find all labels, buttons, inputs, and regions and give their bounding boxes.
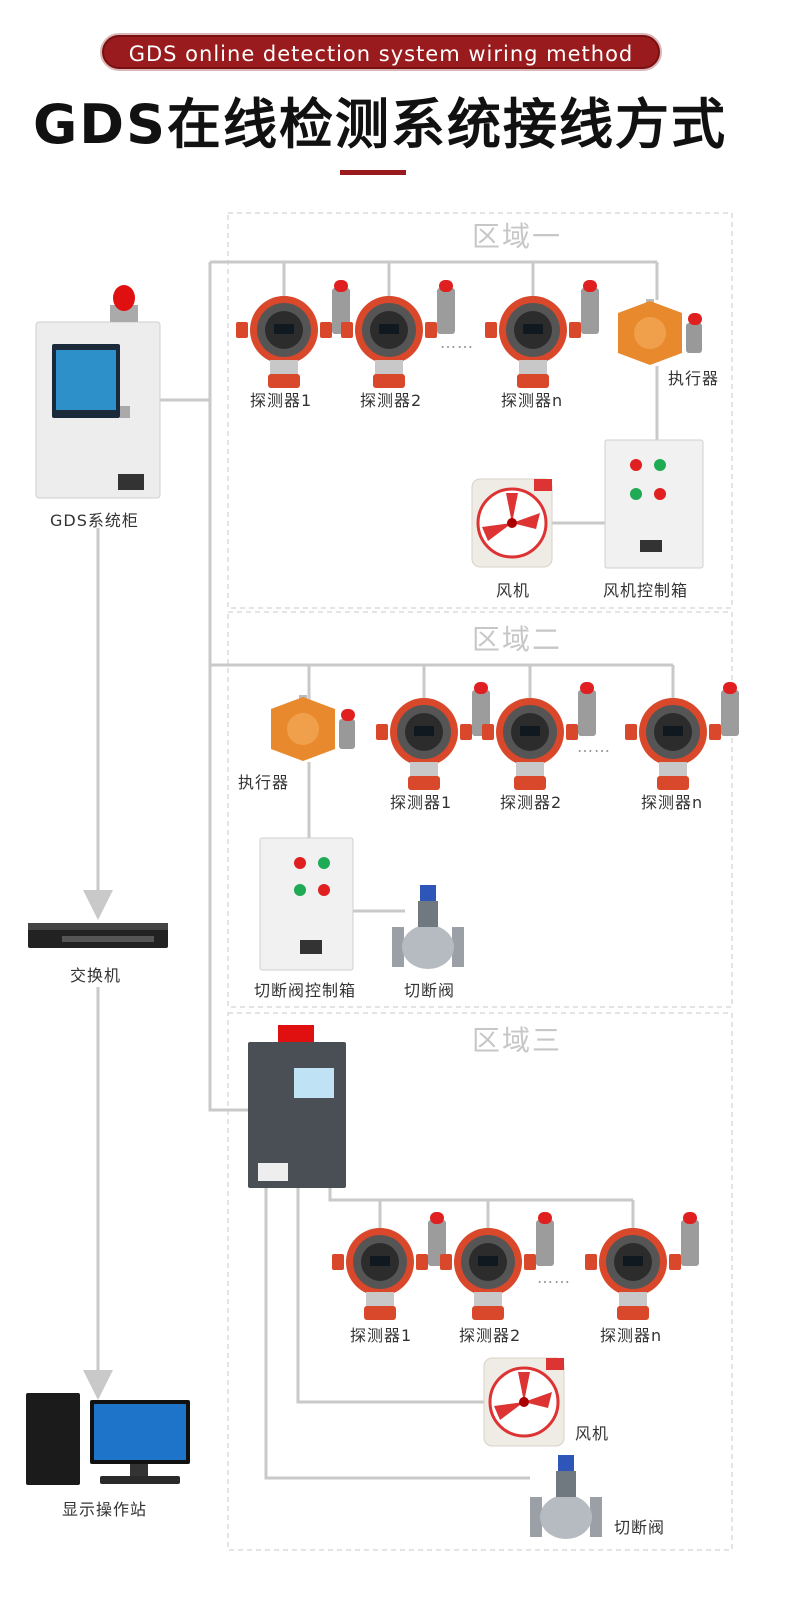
zone1-detector-2-label: 探测器2 [360, 391, 423, 410]
station-label: 显示操作站 [62, 1500, 148, 1519]
zone2-detector-1-icon [376, 682, 490, 790]
zone3-shutoff-valve-icon [530, 1455, 602, 1539]
zone2-title: 区域二 [472, 623, 563, 656]
zone2-actuator-label: 执行器 [238, 773, 290, 792]
zone1-detector-1-label: 探测器1 [250, 391, 313, 410]
title-underline [340, 170, 406, 175]
zone2-actuator-icon [271, 695, 355, 761]
zone2-shutoff-valve-icon [392, 885, 464, 969]
zone3-detector-2-label: 探测器2 [459, 1326, 522, 1345]
zone1-title: 区域一 [472, 220, 563, 253]
zone3-valve-label: 切断阀 [614, 1518, 666, 1537]
zone2-detector-2-icon [482, 682, 596, 790]
computer-workstation-icon [26, 1393, 190, 1485]
zone1-detector-1-icon [236, 280, 350, 388]
zone3-detector-1-icon [332, 1212, 446, 1320]
zone3-detector-n-label: 探测器n [600, 1326, 663, 1345]
zone1-fan-icon [470, 477, 554, 569]
zone2-valve-label: 切断阀 [404, 981, 456, 1000]
zone2-ellipsis: …… [577, 737, 611, 756]
zone3-fan-label: 风机 [575, 1424, 610, 1443]
zone1-ellipsis: …… [440, 333, 474, 352]
subtitle-banner: GDS online detection system wiring metho… [100, 33, 662, 71]
zone2-detector-2-label: 探测器2 [500, 793, 563, 812]
zone1-fan-label: 风机 [496, 581, 531, 600]
network-switch-icon [28, 923, 168, 948]
switch-label: 交换机 [70, 966, 122, 985]
zone2-detector-n-icon [625, 682, 739, 790]
zone3-detector-1-label: 探测器1 [350, 1326, 413, 1345]
zone3-ellipsis: …… [537, 1268, 571, 1287]
zone2-detector-n-label: 探测器n [641, 793, 704, 812]
zone1-detector-n-icon [485, 280, 599, 388]
zone3-title: 区域三 [472, 1024, 563, 1057]
zone3-alarm-controller-icon [248, 1025, 346, 1188]
zone2-valve-control-box-icon [259, 837, 354, 971]
zone3-detector-2-icon [440, 1212, 554, 1320]
cabinet-label: GDS系统柜 [50, 511, 139, 530]
gds-cabinet-icon [35, 285, 161, 499]
page-title: GDS在线检测系统接线方式 [32, 93, 728, 156]
zone2-valve-box-label: 切断阀控制箱 [254, 981, 357, 1000]
zone1-actuator-label: 执行器 [668, 369, 720, 388]
zone2-detector-1-label: 探测器1 [390, 793, 453, 812]
zone3-fan-icon [482, 1356, 566, 1448]
zone1-detector-2-icon [341, 280, 455, 388]
zone1-detector-n-label: 探测器n [501, 391, 564, 410]
zone1-fan-control-box-icon [604, 439, 704, 569]
zone1-fan-box-label: 风机控制箱 [603, 581, 689, 600]
zone3-detector-n-icon [585, 1212, 699, 1320]
zone1-actuator-icon [618, 299, 702, 365]
